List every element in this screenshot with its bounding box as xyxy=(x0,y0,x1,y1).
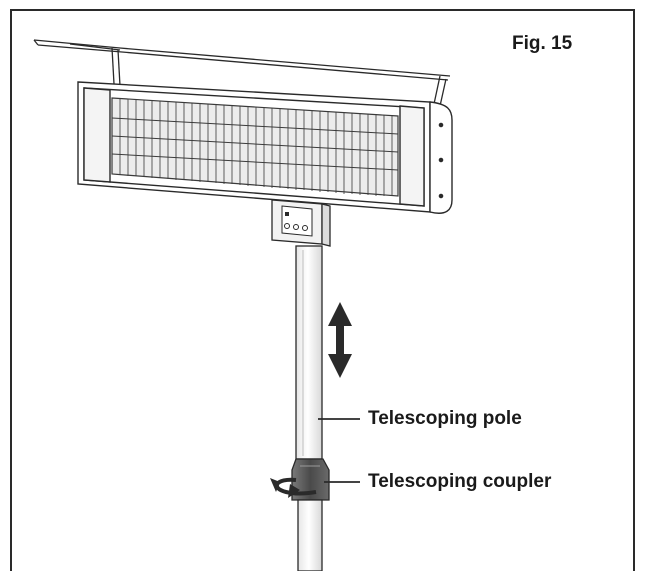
control-box xyxy=(271,199,331,247)
telescoping-coupler xyxy=(291,458,330,501)
telescoping-coupler-label: Telescoping coupler xyxy=(368,471,552,492)
telescoping-pole-label: Telescoping pole xyxy=(368,408,522,429)
heater-grille xyxy=(111,97,399,197)
double-arrow-icon xyxy=(328,302,352,378)
leader-lines xyxy=(318,418,360,483)
figure-label: Fig. 15 xyxy=(512,33,573,54)
rotation-arrow-icon xyxy=(270,477,317,498)
telescoping-pole xyxy=(295,245,323,460)
rain-shield xyxy=(33,39,451,107)
lower-pole xyxy=(297,499,323,571)
